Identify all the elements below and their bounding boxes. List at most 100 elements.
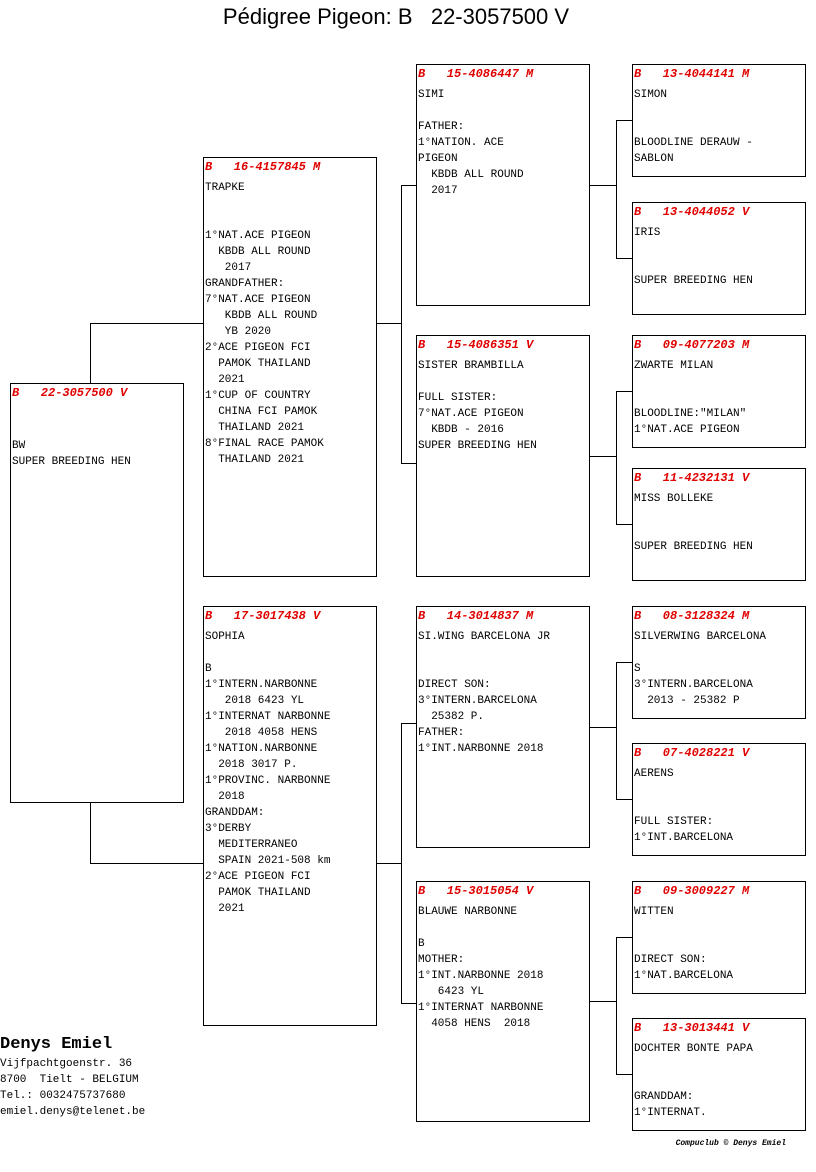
ring-number: B 15-4086447 M [418, 67, 534, 81]
owner-city: 8700 Tielt - BELGIUM [0, 1074, 139, 1086]
pigeon-note-line: KBDB ALL ROUND [205, 310, 318, 322]
pigeon-note-line: 1°INTERNAT NARBONNE [418, 1002, 544, 1014]
ring-number: B 11-4232131 V [634, 471, 750, 485]
connector [376, 863, 401, 864]
pigeon-note-line: SUPER BREEDING HEN [418, 440, 537, 452]
connector [616, 1074, 632, 1075]
pigeon-note-line [634, 390, 805, 406]
pigeon-note-line: 7°NAT.ACE PIGEON [205, 294, 311, 306]
pigeon-note-line [418, 103, 589, 119]
connector [616, 662, 617, 800]
pigeon-note-line: SUPER BREEDING HEN [634, 275, 753, 287]
pigeon-note-line: 2018 [205, 791, 245, 803]
pigeon-note-line: GRANDDAM: [205, 807, 265, 819]
pigeon-note-line: MOTHER: [418, 954, 465, 966]
pigeon-note-line: GRANDDAM: [634, 1091, 694, 1103]
connector [90, 802, 91, 863]
connector [616, 524, 632, 525]
connector [401, 723, 416, 724]
ring-number: B 15-3015054 V [418, 884, 534, 898]
paternal-grandsire-card: B 15-4086447 M SIMI FATHER: 1°NATION. ACE PI… [416, 64, 590, 306]
pigeon-note-line [634, 645, 805, 661]
page-title: Pédigree Pigeon: B 22-3057500 V [222, 4, 570, 29]
owner-email: emiel.denys@telenet.be [0, 1106, 146, 1118]
pigeon-note-line: 2021 [205, 903, 245, 915]
pigeon-note-line: YB 2020 [205, 326, 272, 338]
pigeon-note-line [634, 374, 805, 390]
connector [401, 1003, 416, 1004]
pigeon-note-line: 8°FINAL RACE PAMOK [205, 438, 324, 450]
pigeon-note-line: SUPER BREEDING HEN [634, 541, 753, 553]
pigeon-note-line: 3°INTERN.BARCELONA [418, 695, 537, 707]
pigeon-note-line [418, 920, 589, 936]
ring-number: B 13-3013441 V [634, 1021, 750, 1035]
pigeon-note-line: PAMOK THAILAND [205, 358, 311, 370]
connector [401, 463, 416, 464]
owner-address: Vijfpachtgoenstr. 36 [0, 1058, 133, 1070]
pigeon-note-line: 3°DERBY [205, 823, 252, 835]
pigeon-name: SIMI [418, 89, 445, 101]
pigeon-name: IRIS [634, 227, 661, 239]
pigeon-note-line [634, 257, 805, 273]
connector [616, 662, 632, 663]
pigeon-note-line [634, 1073, 805, 1089]
connector [90, 863, 203, 864]
pigeon-note-line: 1°INTERN.NARBONNE [205, 679, 318, 691]
pigeon-note-line [634, 507, 805, 523]
pigeon-note-line: CHINA FCI PAMOK [205, 406, 318, 418]
pigeon-note-line: PIGEON [418, 153, 458, 165]
pigeon-note-line [205, 212, 376, 228]
pigeon-note-line [205, 196, 376, 212]
connector [589, 456, 616, 457]
pigeon-note-line: 1°INTERNAT NARBONNE [205, 711, 331, 723]
pigeon-note-line [418, 645, 589, 661]
pigeon-note-line: 1°NAT.ACE PIGEON [634, 424, 740, 436]
pigeon-note-line [634, 798, 805, 814]
pigeon-note-line: SUPER BREEDING HEN [12, 456, 131, 468]
pigeon-note-line: 3°INTERN.BARCELONA [634, 679, 753, 691]
connector [589, 1001, 616, 1002]
pigeon-name: SIMON [634, 89, 668, 101]
connector [376, 323, 401, 324]
pigeon-note-line: 1°INTERNAT. [634, 1107, 707, 1119]
pigeon-note-line: MEDITERRANEO [205, 839, 298, 851]
pigeon-note-line: KBDB - 2016 [418, 424, 504, 436]
pigeon-note-line [634, 103, 805, 119]
connector [616, 937, 617, 1075]
pigeon-note-line: KBDB ALL ROUND [205, 246, 311, 258]
pigeon-name: WITTEN [634, 906, 674, 918]
pigeon-name: AERENS [634, 768, 674, 780]
pigeon-name: SI.WING BARCELONA JR [418, 631, 551, 643]
pigeon-note-line: 6423 YL [418, 986, 485, 998]
ring-number: B 09-3009227 M [634, 884, 750, 898]
pigeon-note-line: FATHER: [418, 121, 465, 133]
pigeon-note-line: 1°PROVINC. NARBONNE [205, 775, 331, 787]
ring-number: B 15-4086351 V [418, 338, 534, 352]
pigeon-note-line: DIRECT SON: [418, 679, 491, 691]
owner-name: Denys Emiel [0, 1035, 113, 1054]
connector [589, 727, 616, 728]
pigeon-note-line: SPAIN 2021-508 km [205, 855, 331, 867]
ring-number: B 07-4028221 V [634, 746, 750, 760]
pigeon-note-line: 4058 HENS 2018 [418, 1018, 531, 1030]
pigeon-note-line: SABLON [634, 153, 674, 165]
pigeon-note-line: THAILAND 2021 [205, 454, 305, 466]
ring-number: B 17-3017438 V [205, 609, 321, 623]
pigeon-note-line: 1°NATION. ACE [418, 137, 504, 149]
ring-number: B 16-4157845 M [205, 160, 321, 174]
connector [90, 323, 91, 383]
pigeon-name: TRAPKE [205, 182, 245, 194]
ring-number: B 14-3014837 M [418, 609, 534, 623]
pigeon-note-line [205, 645, 376, 661]
pigeon-note-line [634, 241, 805, 257]
